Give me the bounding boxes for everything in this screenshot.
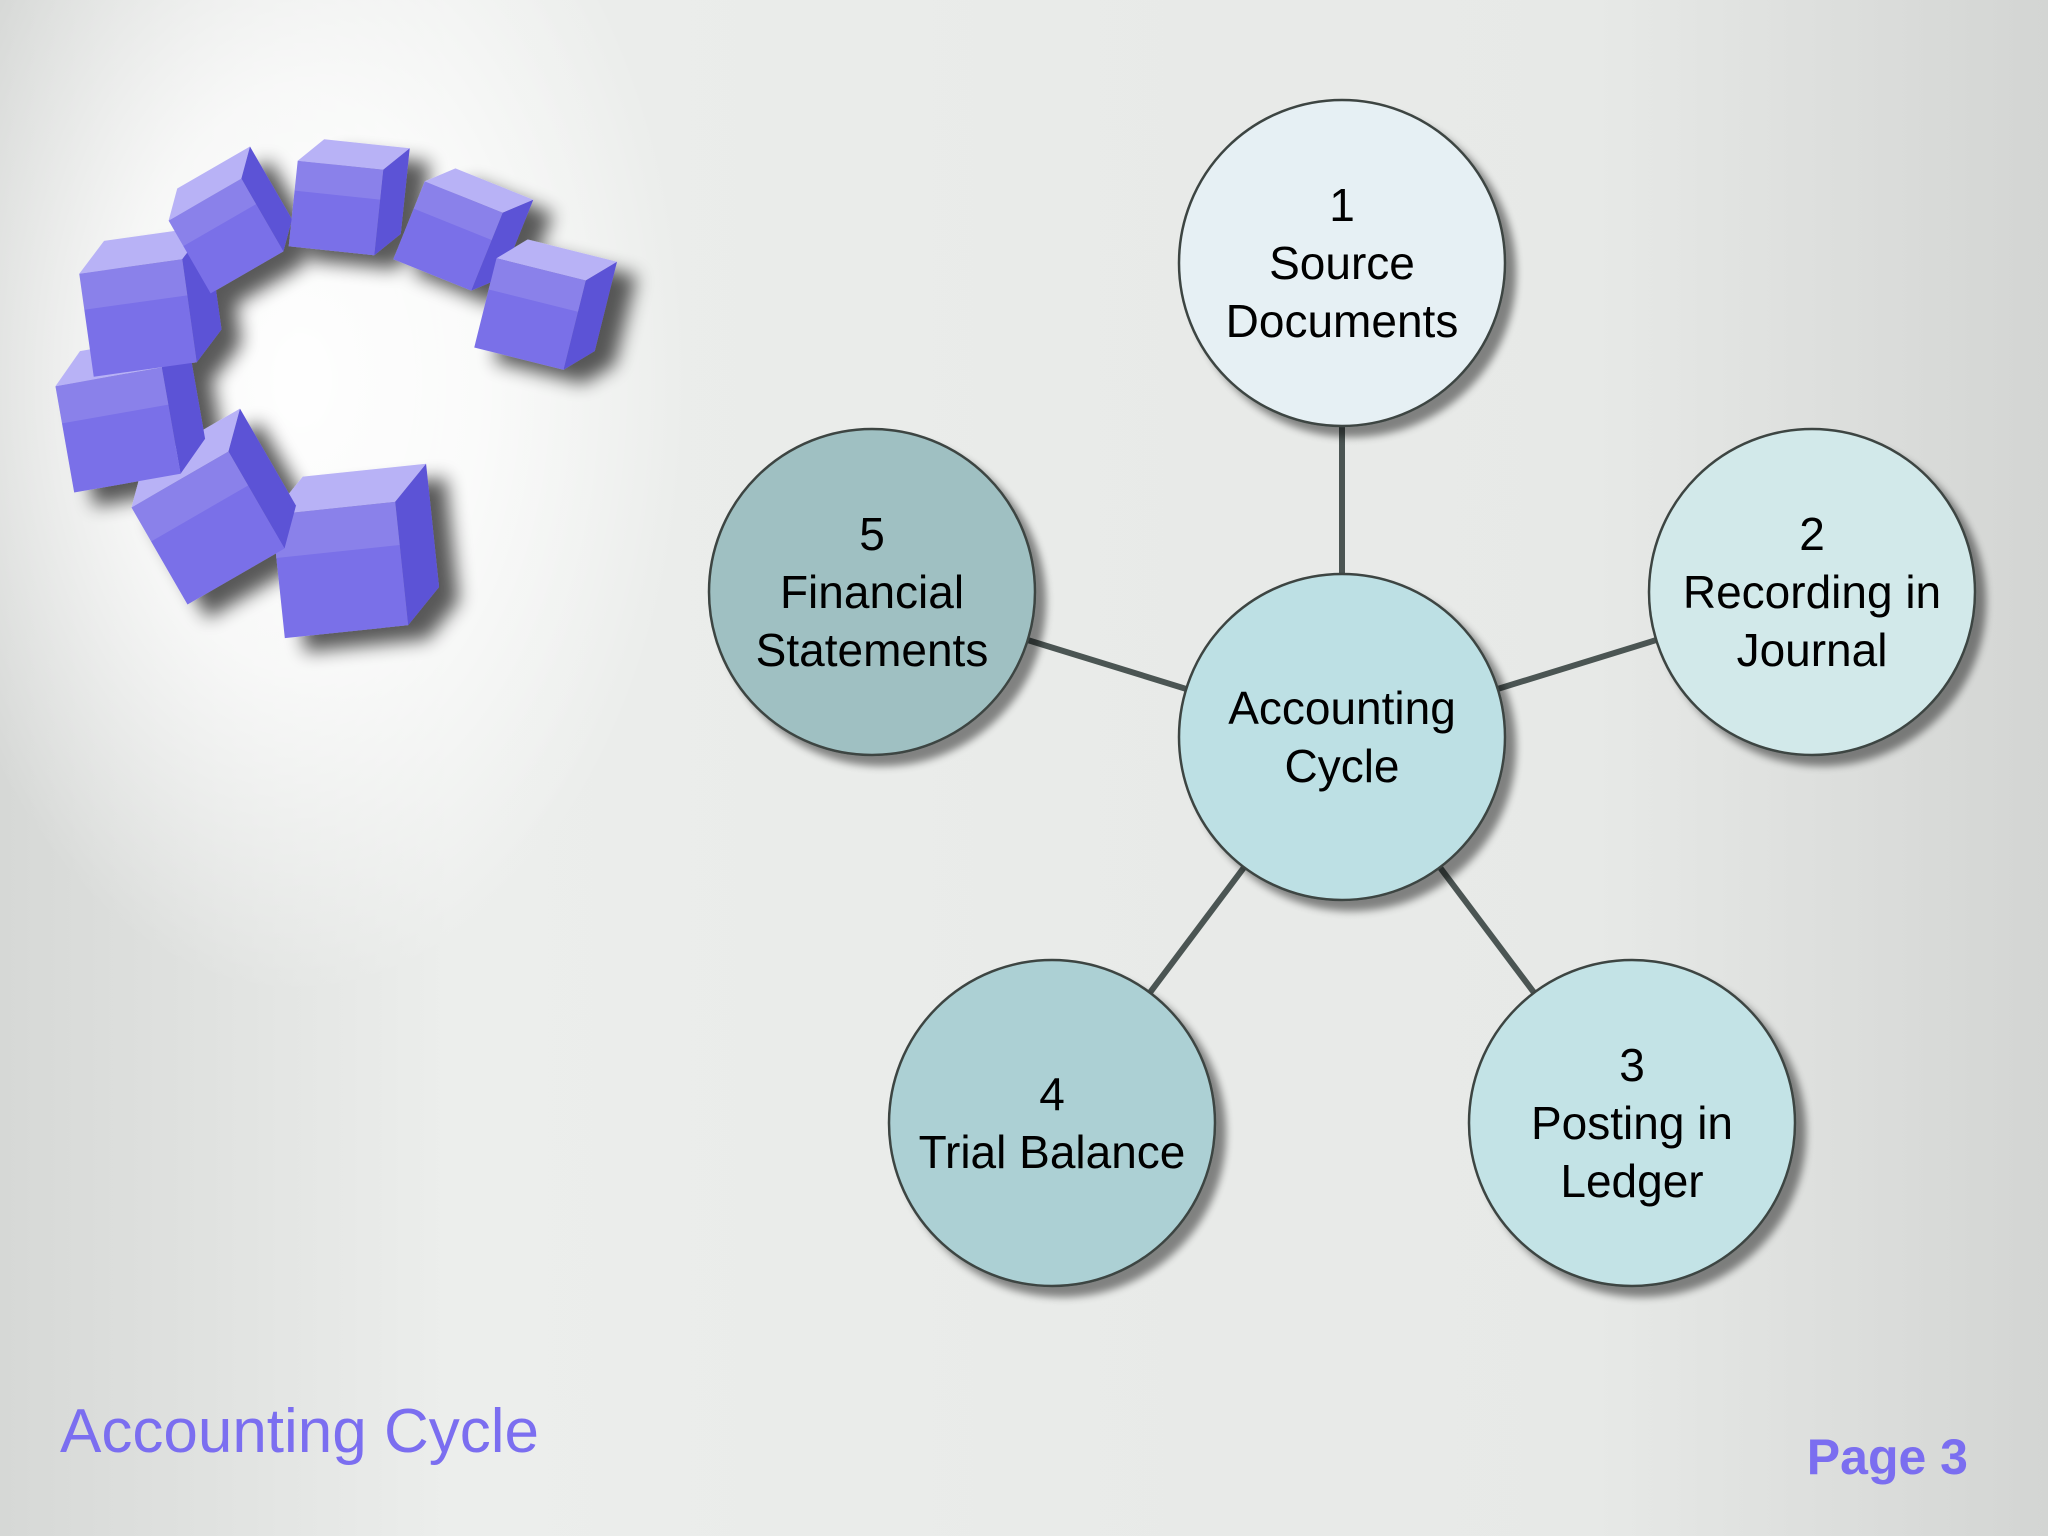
page-number: Page 3	[1806, 1429, 1968, 1485]
logo-cube	[474, 239, 617, 370]
step-node-1-label-1: 1	[1329, 179, 1355, 231]
step-node-2-circle	[1647, 427, 1977, 757]
logo-cube	[131, 408, 296, 605]
step-node-1-circle	[1177, 98, 1507, 428]
step-node-2-label-2: Recording in	[1683, 566, 1941, 618]
step-node-5-label-2: Financial	[780, 566, 964, 618]
step-node-4-label-2: Trial Balance	[919, 1126, 1186, 1178]
step-node-5-circle	[707, 427, 1037, 757]
step-node-3-label-1: 3	[1619, 1039, 1645, 1091]
logo-cube	[393, 168, 534, 291]
step-node-3-circle	[1467, 958, 1797, 1288]
logo-cube	[288, 139, 410, 256]
step-node-1-label-3: Documents	[1226, 295, 1459, 347]
step-node-2-label-3: Journal	[1737, 624, 1888, 676]
logo-cube	[271, 463, 440, 639]
center-node-accounting-cycle-label-1: Accounting	[1228, 682, 1456, 734]
logo-cube	[55, 332, 206, 493]
step-node-2-label-1: 2	[1799, 508, 1825, 560]
center-node-accounting-cycle-circle	[1177, 572, 1507, 902]
step-node-4-circle	[887, 958, 1217, 1288]
step-node-4-label-1: 4	[1039, 1068, 1065, 1120]
center-node-accounting-cycle-label-2: Cycle	[1284, 740, 1399, 792]
slide-title: Accounting Cycle	[60, 1397, 540, 1466]
logo-cube	[168, 146, 292, 294]
step-node-3-label-3: Ledger	[1560, 1155, 1703, 1207]
cube-logo-icon	[55, 139, 617, 639]
step-node-3-label-2: Posting in	[1531, 1097, 1733, 1149]
step-node-1-label-2: Source	[1269, 237, 1415, 289]
step-node-5-label-3: Statements	[756, 624, 989, 676]
step-node-5-label-1: 5	[859, 508, 885, 560]
